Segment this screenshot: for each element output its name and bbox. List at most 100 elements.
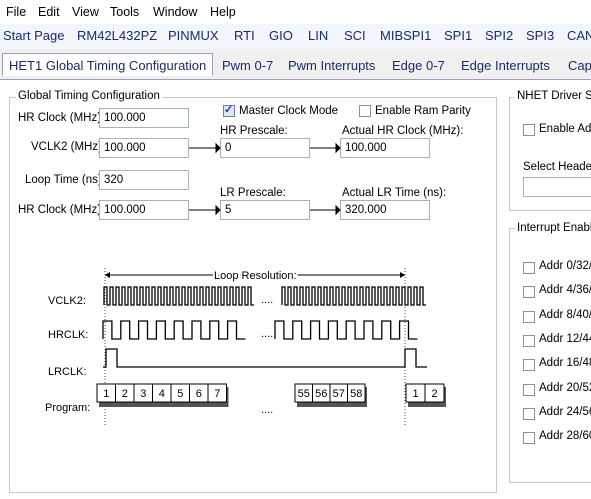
- master-clock-label: Master Clock Mode: [239, 105, 339, 117]
- hr-prescale-label: HR Prescale:: [220, 125, 288, 137]
- hr-clock-input[interactable]: 100.000: [99, 108, 189, 128]
- global-timing-group: [9, 97, 497, 493]
- actual-lr-time-label: Actual LR Time (ns):: [342, 187, 447, 199]
- hrclk-waveform-right: [274, 320, 418, 340]
- module-tab-mibspi1[interactable]: MIBSPI1: [380, 28, 432, 43]
- program-cell-label: 2: [431, 388, 437, 400]
- module-tab-can[interactable]: CAN: [567, 28, 591, 43]
- module-tab-pinmux[interactable]: PINMUX: [168, 28, 219, 43]
- interrupt-checkbox[interactable]: [523, 334, 535, 347]
- menu-edit[interactable]: Edit: [38, 5, 60, 19]
- content-panel: Global Timing Configuration Master Clock…: [0, 80, 591, 499]
- arrow-right-icon: [335, 204, 341, 215]
- interrupt-label: Addr 0/32/: [539, 260, 591, 272]
- interrupt-checkbox[interactable]: [523, 262, 535, 274]
- interrupt-checkbox[interactable]: [523, 310, 535, 323]
- program-cell-label: 1: [412, 388, 418, 400]
- module-tab-start-page[interactable]: Start Page: [3, 28, 65, 43]
- interrupt-label: Addr 28/60: [539, 430, 591, 443]
- interrupt-label: Addr 8/40/: [539, 308, 591, 321]
- timing-diagram: Loop Resolution: VCLK2: HRCLK: LRCLK: Pr…: [45, 268, 446, 425]
- program-cell-label: 4: [159, 388, 165, 400]
- master-clock-checkbox[interactable]: [223, 103, 235, 117]
- flow-arrows: [189, 142, 341, 215]
- menu-bar: File Edit View Tools Window Help: [0, 0, 591, 24]
- tab-cap[interactable]: Cap: [568, 58, 591, 73]
- vclk2-label: VCLK2 (MHz):: [31, 141, 106, 153]
- enable-ram-parity-label: Enable Ram Parity: [375, 105, 471, 117]
- program-cell-label: 1: [103, 388, 109, 400]
- hr-prescale-input[interactable]: 0: [220, 138, 310, 158]
- menu-file[interactable]: File: [6, 5, 27, 19]
- arrow-right-icon: [335, 142, 341, 154]
- program-cell-label: 7: [214, 388, 220, 400]
- actual-lr-time-output: 320.000: [340, 200, 430, 220]
- menu-view[interactable]: View: [72, 5, 99, 19]
- program-cell: [207, 383, 227, 403]
- interrupt-label: Addr 24/56: [539, 405, 591, 418]
- program-cell: [347, 383, 366, 403]
- enable-adv-label: Enable Adv: [539, 123, 591, 135]
- module-tab-gio[interactable]: GIO: [269, 28, 293, 43]
- hrclk-ellipsis: ....: [261, 328, 273, 340]
- program-label: Program:: [45, 402, 90, 414]
- loop-time-label: Loop Time (ns):: [25, 174, 105, 186]
- vclk2-signal-label: VCLK2:: [48, 295, 86, 307]
- menu-tools[interactable]: Tools: [110, 5, 140, 19]
- hrclk-signal-label: HRCLK:: [48, 329, 88, 341]
- hrclk-waveform-left: [102, 320, 246, 340]
- tab-edge-interrupts[interactable]: Edge Interrupts: [461, 58, 550, 73]
- lrclk-waveform: [103, 348, 427, 368]
- lr-prescale-label: LR Prescale:: [220, 187, 286, 199]
- module-tab-spi3[interactable]: SPI3: [526, 28, 555, 43]
- tab-pwm-interrupts[interactable]: Pwm Interrupts: [288, 58, 376, 73]
- module-tab-sci[interactable]: SCI: [344, 28, 366, 43]
- lrclk-signal-label: LRCLK:: [48, 366, 87, 378]
- actual-hr-clock-output: 100.000: [340, 138, 430, 158]
- program-cell-label: 3: [140, 388, 146, 400]
- interrupt-label: Addr 4/36/: [539, 284, 591, 297]
- program-cell-label: 58: [350, 388, 362, 400]
- nhet-driver-title: NHET Driver Se: [515, 90, 591, 102]
- hr-clock-label: HR Clock (MHz):: [18, 112, 105, 124]
- tab-global-timing[interactable]: HET1 Global Timing Configuration: [2, 53, 214, 76]
- program-cell-label: 56: [315, 388, 327, 400]
- interrupt-label: Addr 12/44: [539, 332, 591, 345]
- enable-adv-checkbox[interactable]: [523, 124, 535, 136]
- vclk2-waveform-right: [281, 286, 426, 306]
- interrupt-checkbox[interactable]: [523, 407, 535, 420]
- vclk2-input[interactable]: 100.000: [99, 138, 189, 158]
- subtab-bar: HET1 Global Timing Configuration Pwm 0-7…: [0, 52, 591, 80]
- interrupt-label: Addr 20/52: [539, 381, 591, 394]
- interrupt-checkbox[interactable]: [523, 383, 535, 396]
- lr-prescale-input[interactable]: 5: [220, 200, 310, 220]
- interrupt-checkbox[interactable]: [523, 286, 535, 299]
- module-tab-spi1[interactable]: SPI1: [444, 28, 473, 43]
- global-timing-title: Global Timing Configuration: [16, 90, 162, 102]
- menu-help[interactable]: Help: [210, 5, 236, 19]
- interrupt-checkbox[interactable]: [523, 432, 535, 445]
- program-cell-label: 5: [177, 388, 183, 400]
- program-cell-label: 57: [333, 388, 345, 400]
- actual-hr-clock-label: Actual HR Clock (MHz):: [342, 125, 464, 137]
- vclk2-waveform-left: [103, 286, 254, 306]
- vclk2-ellipsis: ....: [261, 294, 273, 306]
- menu-window[interactable]: Window: [153, 5, 198, 19]
- loop-time-input[interactable]: 320: [99, 170, 189, 190]
- enable-ram-parity-checkbox[interactable]: [359, 105, 371, 117]
- hr-clock-2-input[interactable]: 100.000: [99, 200, 189, 220]
- arrow-right-icon: [215, 204, 221, 215]
- module-tab-spi2[interactable]: SPI2: [485, 28, 514, 43]
- tab-pwm-0-7[interactable]: Pwm 0-7: [222, 58, 274, 73]
- hr-clock-2-label: HR Clock (MHz):: [18, 204, 105, 216]
- program-cell-label: 6: [196, 388, 202, 400]
- interrupt-enable-title: Interrupt Enable: [515, 222, 591, 234]
- tab-edge-0-7[interactable]: Edge 0-7: [392, 58, 445, 73]
- program-cell-label: 55: [298, 388, 310, 400]
- loop-resolution-label: Loop Resolution:: [214, 270, 297, 282]
- module-tab-rti[interactable]: RTI: [234, 28, 255, 43]
- select-header-input[interactable]: [523, 177, 591, 197]
- module-tab-device[interactable]: RM42L432PZ: [77, 28, 158, 43]
- interrupt-checkbox[interactable]: [523, 359, 535, 372]
- module-tab-lin[interactable]: LIN: [308, 28, 329, 43]
